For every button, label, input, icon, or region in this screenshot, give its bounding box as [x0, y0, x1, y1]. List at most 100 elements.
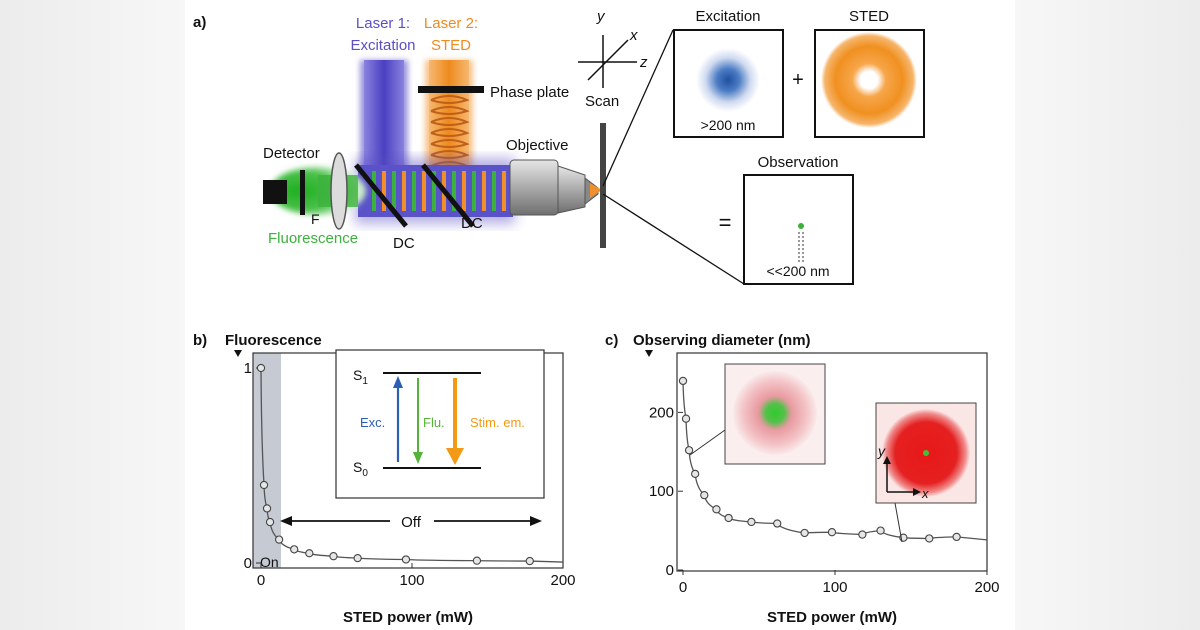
panel-c-ylabel: Observing diameter (nm) — [633, 332, 811, 349]
beam-stripe — [502, 171, 506, 211]
phase-plate — [418, 86, 484, 93]
filter-label: F — [311, 211, 320, 227]
inset-axis-x-head — [913, 488, 921, 496]
off-arrow-right-head — [530, 516, 542, 526]
lens — [330, 152, 348, 230]
beam-stripe — [462, 171, 466, 211]
beam-stripe — [412, 171, 416, 211]
data-point — [952, 532, 961, 542]
beam-stripe — [402, 171, 406, 211]
beam-stripe — [482, 171, 486, 211]
helix-turn — [430, 117, 470, 126]
data-point — [800, 528, 809, 538]
y-tick-label: 200 — [649, 404, 674, 421]
data-point — [290, 545, 299, 554]
phase-plate-label: Phase plate — [490, 84, 569, 101]
fluorescence-label: Fluorescence — [268, 230, 358, 247]
inset-axis-y-head — [883, 456, 891, 464]
on-region — [253, 353, 281, 568]
data-point — [259, 480, 269, 490]
y-tick-label: 0 — [244, 555, 252, 572]
panel-b-ylabel: Fluorescence — [225, 332, 322, 349]
exc-label: Exc. — [360, 415, 385, 430]
off-label: Off — [401, 514, 422, 531]
fit-curve — [682, 380, 988, 541]
inset-axis-y-label: y — [877, 443, 886, 459]
panel-b-y-arrow — [234, 350, 242, 357]
energy-inset — [335, 349, 545, 499]
panel-a-label: a) — [193, 14, 206, 31]
scan-label: Scan — [585, 93, 619, 110]
equals-sign: = — [719, 210, 732, 235]
data-point — [678, 376, 688, 386]
background-right — [1015, 0, 1200, 630]
on-label: On — [260, 554, 279, 570]
data-point — [681, 414, 691, 423]
data-point — [747, 517, 756, 527]
helix-turn — [430, 106, 470, 115]
y-tick-label: 100 — [649, 483, 674, 500]
chart-c-frame — [676, 352, 988, 572]
dc1-label: DC — [393, 235, 415, 252]
laser2-label-line2: STED — [431, 37, 471, 54]
detector — [263, 180, 287, 204]
excitation-title: Excitation — [695, 8, 760, 25]
beam-stripe — [372, 171, 376, 211]
inset-axis-x-label: x — [921, 486, 929, 501]
data-point — [876, 526, 885, 535]
panel-b-xlabel: STED power (mW) — [343, 609, 473, 626]
dichroic-mirror-2 — [421, 163, 475, 228]
laser2-label-line1: Laser 2: — [424, 15, 478, 32]
data-point — [925, 534, 934, 543]
observation-spot — [798, 223, 804, 229]
observation-title: Observation — [758, 154, 839, 171]
data-point — [684, 446, 694, 455]
panel-b-label: b) — [193, 332, 207, 349]
data-point — [274, 535, 284, 544]
data-point — [724, 513, 733, 523]
x-tick-label: 100 — [399, 572, 424, 589]
objective-label: Objective — [506, 137, 569, 154]
x-tick-label: 100 — [822, 579, 847, 596]
data-point — [712, 505, 721, 514]
observation-box — [743, 174, 854, 285]
helix-turn — [430, 139, 470, 148]
data-point — [773, 519, 782, 528]
helix-turn — [430, 128, 470, 137]
sted-title: STED — [849, 8, 889, 25]
axis-y-label: y — [596, 8, 606, 25]
data-point — [858, 530, 867, 539]
panel-c-y-arrow — [645, 350, 653, 357]
y-tick-label: 0 — [666, 562, 674, 579]
excitation-spot — [696, 48, 760, 112]
beam-stripe — [382, 171, 386, 211]
panel-c-label: c) — [605, 332, 618, 349]
excitation-beam — [364, 60, 404, 172]
beam-stripe — [422, 171, 426, 211]
dichroic-mirror-1 — [354, 163, 408, 228]
x-tick-label: 200 — [550, 572, 575, 589]
objective-body — [509, 159, 559, 216]
data-point — [265, 517, 275, 527]
detector-label: Detector — [263, 145, 320, 162]
data-point — [827, 528, 837, 537]
laser1-label-line2: Excitation — [350, 37, 415, 54]
data-point — [700, 490, 709, 500]
off-label-bg — [390, 512, 434, 530]
filter — [300, 170, 305, 215]
inset1-connector — [689, 429, 726, 456]
inset-image-1-spot — [733, 371, 817, 455]
x-tick-label: 0 — [257, 572, 265, 589]
axis-x-line — [587, 39, 629, 81]
observation-size: <<200 nm — [766, 263, 829, 279]
data-point — [353, 553, 362, 563]
s0-label: S0 — [353, 459, 368, 479]
flu-arrow-head — [413, 452, 423, 464]
stim-arrow-head — [446, 448, 464, 465]
exc-arrow-head — [393, 376, 403, 388]
y-tick-label: 1 — [244, 360, 252, 377]
excitation-size: >200 nm — [701, 117, 756, 133]
